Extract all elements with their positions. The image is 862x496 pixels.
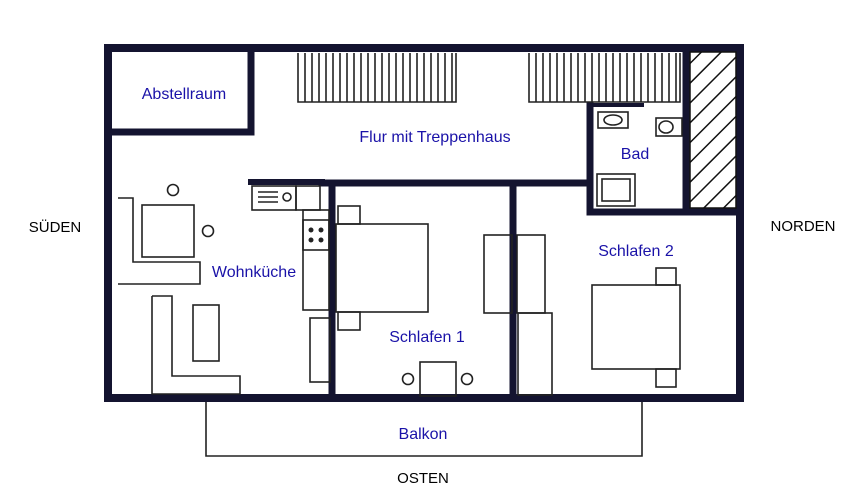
outer-wall (104, 44, 744, 402)
label-bedroom1: Schlafen 1 (389, 329, 465, 346)
stair-frame (297, 53, 457, 103)
label-bathroom: Bad (621, 146, 649, 163)
shaft-hatched (689, 51, 737, 209)
compass-south-label: OSTEN (397, 470, 449, 487)
compass-west-label: SÜDEN (29, 218, 82, 236)
label-kitchen: Wohnküche (212, 264, 296, 281)
label-hallway: Flur mit Treppenhaus (359, 129, 510, 146)
stairs-right (528, 53, 681, 103)
balcony-outline (205, 402, 643, 457)
stair-frame (528, 53, 681, 103)
stairs-left (297, 53, 457, 103)
label-bedroom2: Schlafen 2 (598, 243, 674, 260)
label-storage: Abstellraum (142, 86, 226, 103)
kitchen-fixtures (118, 183, 331, 395)
bathroom-fixtures (596, 111, 683, 207)
compass-east-label: NORDEN (770, 218, 835, 235)
bedroom2-furniture (483, 234, 681, 396)
bedroom1-furniture (335, 205, 474, 397)
label-balcony: Balkon (399, 426, 448, 443)
